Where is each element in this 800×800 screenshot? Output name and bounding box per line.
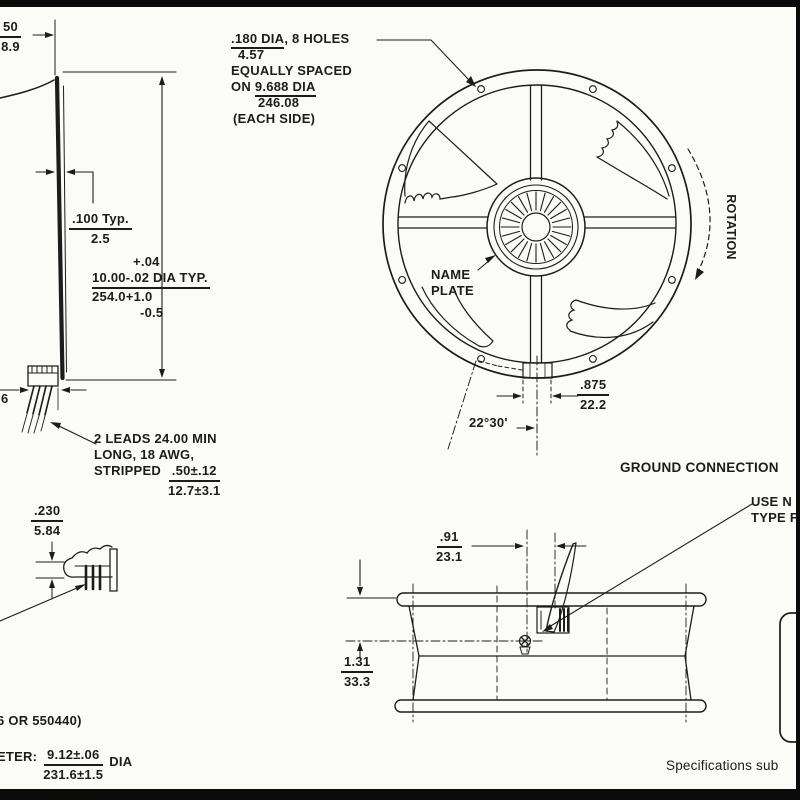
ground-note-leader (548, 503, 753, 628)
fan-front-view (376, 39, 711, 459)
depth-dim (346, 559, 397, 659)
strut-spokes (398, 85, 676, 363)
holes-callout-label: .180 DIA, 8 HOLES 4.57 EQUALLY SPACED ON… (231, 31, 353, 126)
rotation-arrow (687, 148, 711, 275)
frame-top-bar (0, 0, 800, 7)
ground-connection-view (345, 503, 753, 723)
mounting-holes (398, 85, 676, 363)
venturi-flange-edge (54, 75, 65, 381)
angle-dim (447, 355, 538, 459)
frame-right-bar (796, 0, 800, 800)
leads-leader (58, 425, 97, 445)
bottom-flange (394, 699, 707, 713)
screw-pos-dim (471, 543, 587, 549)
top-flange (396, 592, 707, 607)
part-number-fragment: 6 OR 550440) (0, 713, 82, 728)
blade-and-clamp (536, 542, 577, 634)
venturi-bell-curve (0, 79, 55, 99)
lead-wires (21, 385, 53, 434)
rim-offset-dim (496, 379, 579, 404)
dia-dim (62, 71, 177, 381)
fan-bottom-terminal (478, 360, 553, 379)
terminal-clip-detail (0, 541, 118, 622)
ground-note-label: USE N TYPE F (751, 494, 799, 525)
thickness-label: .100 Typ.2.5 (69, 211, 132, 247)
cropped-right-panel (779, 612, 800, 743)
name-plate-label: NAME PLATE (431, 267, 474, 298)
angle-label: 22°30' (469, 415, 508, 430)
lead-gap-label: 6 (1, 391, 9, 406)
nameplate-sunburst (500, 191, 572, 263)
rotation-label: ROTATION (724, 194, 738, 260)
fan-outer-rim (382, 69, 692, 379)
flange-dim (32, 19, 56, 76)
impeller-blades (404, 120, 670, 348)
leads-note-label: 2 LEADS 24.00 MIN LONG, 18 AWG, STRIPPED… (94, 431, 221, 498)
specifications-note-fragment: Specifications sub (666, 758, 779, 773)
frame-bottom-bar (0, 789, 800, 800)
centerlines (412, 583, 687, 723)
lead-gap-dim (0, 387, 87, 411)
motor-terminal-block (27, 365, 59, 387)
ground-connection-heading: GROUND CONNECTION (620, 460, 779, 475)
holes-leader (376, 39, 470, 81)
dia-callout-label: +.04 10.00-.02 DIA TYP. 254.0+1.0 -0.5 (92, 254, 210, 320)
hub (486, 177, 586, 277)
ground-screw (518, 634, 532, 655)
fan-inner-rim (397, 84, 677, 364)
fan-side-view (0, 19, 177, 622)
thickness-dim (35, 169, 94, 204)
